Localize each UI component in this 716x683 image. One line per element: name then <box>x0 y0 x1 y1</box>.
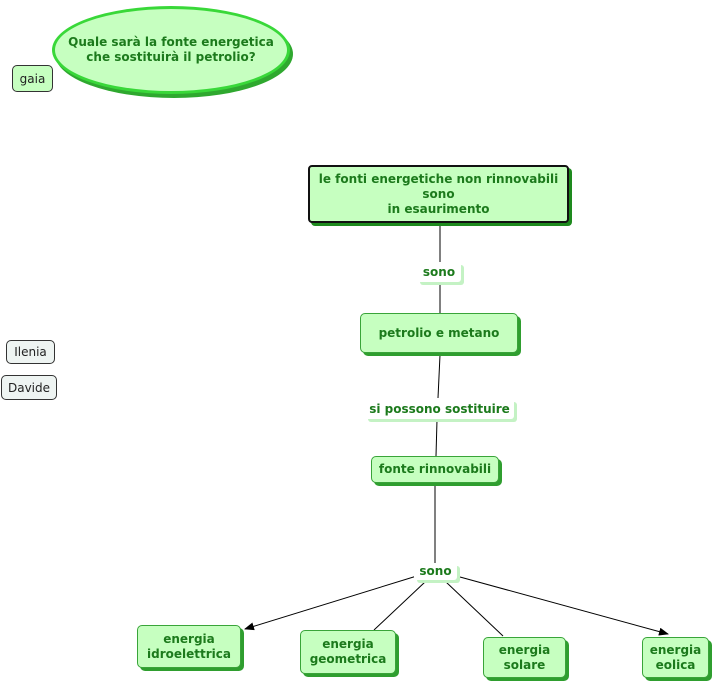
concept-solar[interactable]: energia solare <box>483 637 566 678</box>
person-ilenia[interactable]: Ilenia <box>6 340 55 364</box>
concept-non-renewable[interactable]: le fonti energetiche non rinnovabili son… <box>308 165 569 223</box>
concept-renewable[interactable]: fonte rinnovabili <box>371 456 499 483</box>
line-petrolio-to-sostituire <box>437 354 441 399</box>
focus-question[interactable]: Quale sarà la fonte energetica che sosti… <box>52 6 290 94</box>
concept-oil-gas[interactable]: petrolio e metano <box>360 313 518 353</box>
link-word-sono[interactable]: sono <box>417 262 461 282</box>
line-sostituire-to-rinnovabili <box>435 419 438 457</box>
concept-geo[interactable]: energia geometrica <box>300 630 396 674</box>
arrow-to-eolica <box>459 576 669 636</box>
concept-wind[interactable]: energia eolica <box>642 637 709 678</box>
line-to-geometrica <box>373 581 426 631</box>
person-davide[interactable]: Davide <box>1 375 57 400</box>
link-word-replace[interactable]: si possono sostituire <box>365 399 514 419</box>
person-gaia[interactable]: gaia <box>12 65 53 92</box>
arrow-to-idroelettrica <box>244 574 421 631</box>
line-to-solare <box>445 581 504 637</box>
concept-hydro[interactable]: energia idroelettrica <box>137 625 241 668</box>
link-word-sono-2[interactable]: sono <box>414 563 457 580</box>
